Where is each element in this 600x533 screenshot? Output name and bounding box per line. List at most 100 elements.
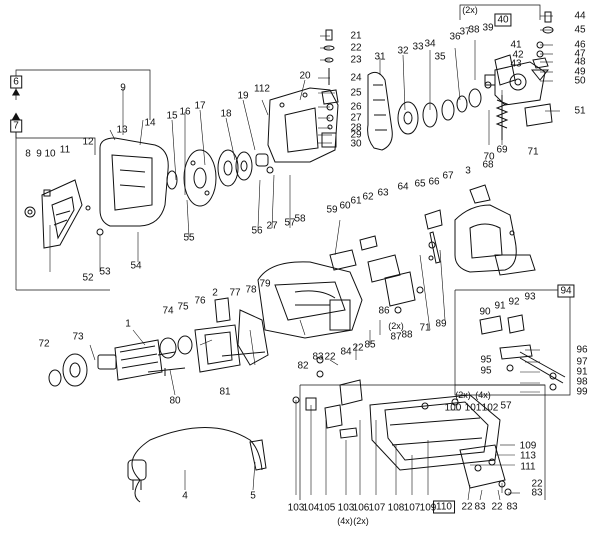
part-number-65: 65 bbox=[414, 178, 426, 190]
part-number-89: 89 bbox=[435, 318, 447, 330]
part-number-103: 103 bbox=[287, 502, 305, 514]
part-number-60: 60 bbox=[339, 200, 351, 212]
part-number-93: 93 bbox=[524, 291, 536, 303]
part-number-69: 69 bbox=[496, 144, 508, 156]
part-number-107b: 107 bbox=[403, 502, 421, 514]
arrow-up-icon bbox=[12, 112, 20, 120]
part-number-27b: 27 bbox=[266, 220, 278, 232]
part-number-8: 8 bbox=[25, 148, 31, 160]
part-number-64: 64 bbox=[397, 181, 409, 193]
part-number-78: 78 bbox=[245, 284, 257, 296]
part-number-18: 18 bbox=[220, 108, 232, 120]
part-number-103b: 103 bbox=[337, 502, 355, 514]
quantity-label: (2x) bbox=[388, 321, 404, 331]
part-number-55: 55 bbox=[183, 232, 195, 244]
part-number-70: 70 bbox=[483, 151, 495, 163]
part-number-91b: 91 bbox=[576, 366, 588, 378]
part-number-71: 71 bbox=[527, 146, 539, 158]
part-number-79: 79 bbox=[259, 278, 271, 290]
part-number-113: 113 bbox=[520, 450, 536, 462]
part-number-80: 80 bbox=[169, 395, 181, 407]
part-number-9: 9 bbox=[36, 148, 42, 160]
part-number-16: 16 bbox=[179, 106, 191, 118]
part-number-72: 72 bbox=[38, 338, 50, 350]
part-number-22d: 22 bbox=[531, 478, 543, 490]
part-number-39: 39 bbox=[482, 22, 494, 34]
part-number-21: 21 bbox=[350, 30, 362, 42]
part-number-34: 34 bbox=[424, 38, 436, 50]
quantity-label: (2x) bbox=[455, 390, 471, 400]
part-number-66: 66 bbox=[428, 176, 440, 188]
part-number-28: 28 bbox=[350, 122, 362, 134]
group-bracket-lines bbox=[15, 4, 571, 500]
part-number-82: 82 bbox=[297, 360, 309, 372]
part-number-5: 5 bbox=[250, 490, 256, 502]
group-number-40: 40 bbox=[494, 13, 512, 27]
part-number-85: 85 bbox=[364, 339, 376, 351]
part-number-3: 3 bbox=[465, 165, 471, 177]
group-number-7: 7 bbox=[10, 119, 22, 133]
part-number-53: 53 bbox=[99, 266, 111, 278]
part-number-37: 37 bbox=[459, 26, 471, 38]
part-number-76: 76 bbox=[194, 295, 206, 307]
part-number-43: 43 bbox=[510, 58, 522, 70]
group-number-6: 6 bbox=[10, 75, 22, 89]
quantity-label: (4x) bbox=[475, 390, 491, 400]
quantity-label: (2x) bbox=[353, 516, 369, 526]
part-number-25: 25 bbox=[350, 87, 362, 99]
part-number-83d: 83 bbox=[506, 501, 518, 513]
part-number-71b: 71 bbox=[419, 322, 431, 334]
part-number-73: 73 bbox=[72, 331, 84, 343]
part-number-101: 101 bbox=[464, 402, 482, 414]
part-number-63: 63 bbox=[377, 187, 389, 199]
part-number-95b: 95 bbox=[480, 365, 492, 377]
part-number-44: 44 bbox=[574, 10, 586, 22]
guard-arm-part bbox=[367, 71, 393, 151]
part-number-4: 4 bbox=[182, 490, 188, 502]
part-number-50: 50 bbox=[574, 75, 586, 87]
part-number-99: 99 bbox=[576, 386, 588, 398]
part-number-24: 24 bbox=[350, 72, 362, 84]
base-hardware-parts bbox=[292, 356, 512, 496]
part-number-29: 29 bbox=[350, 129, 362, 141]
part-number-111: 111 bbox=[520, 461, 536, 473]
part-number-9: 9 bbox=[120, 82, 126, 94]
part-number-27: 27 bbox=[350, 112, 362, 124]
part-number-12: 12 bbox=[82, 136, 94, 148]
part-number-95: 95 bbox=[480, 354, 492, 366]
guard-plate-part bbox=[41, 179, 83, 249]
part-number-22e: 22 bbox=[461, 501, 473, 513]
part-number-109: 109 bbox=[419, 502, 437, 514]
armature-part bbox=[48, 297, 269, 387]
part-number-68: 68 bbox=[482, 159, 494, 171]
part-number-105: 105 bbox=[318, 502, 336, 514]
part-number-47: 47 bbox=[574, 48, 586, 60]
part-number-62: 62 bbox=[362, 191, 374, 203]
part-number-22b: 22 bbox=[324, 351, 336, 363]
part-number-17: 17 bbox=[194, 100, 206, 112]
part-number-11: 11 bbox=[59, 144, 71, 156]
gear-bearing-parts bbox=[397, 54, 516, 140]
part-number-32: 32 bbox=[397, 45, 409, 57]
part-number-36: 36 bbox=[449, 31, 461, 43]
power-cord-part bbox=[127, 427, 267, 503]
group-number-94: 94 bbox=[557, 284, 575, 298]
part-number-15: 15 bbox=[166, 110, 178, 122]
part-number-1: 1 bbox=[125, 318, 131, 330]
part-number-20: 20 bbox=[299, 70, 311, 82]
saw-base-body-part bbox=[257, 261, 363, 339]
part-number-33: 33 bbox=[412, 41, 424, 53]
part-number-41: 41 bbox=[510, 39, 522, 51]
handle-part bbox=[454, 184, 536, 276]
part-number-57b: 57 bbox=[500, 400, 512, 412]
part-number-88: 88 bbox=[401, 329, 413, 341]
gearbox-housing-part bbox=[267, 87, 339, 163]
part-number-26: 26 bbox=[350, 101, 362, 113]
part-number-46: 46 bbox=[574, 39, 586, 51]
part-number-49: 49 bbox=[574, 66, 586, 78]
part-number-112: 112 bbox=[254, 83, 270, 95]
part-number-83: 83 bbox=[312, 351, 324, 363]
quantity-label: (4x) bbox=[337, 516, 353, 526]
part-number-22: 22 bbox=[350, 42, 362, 54]
